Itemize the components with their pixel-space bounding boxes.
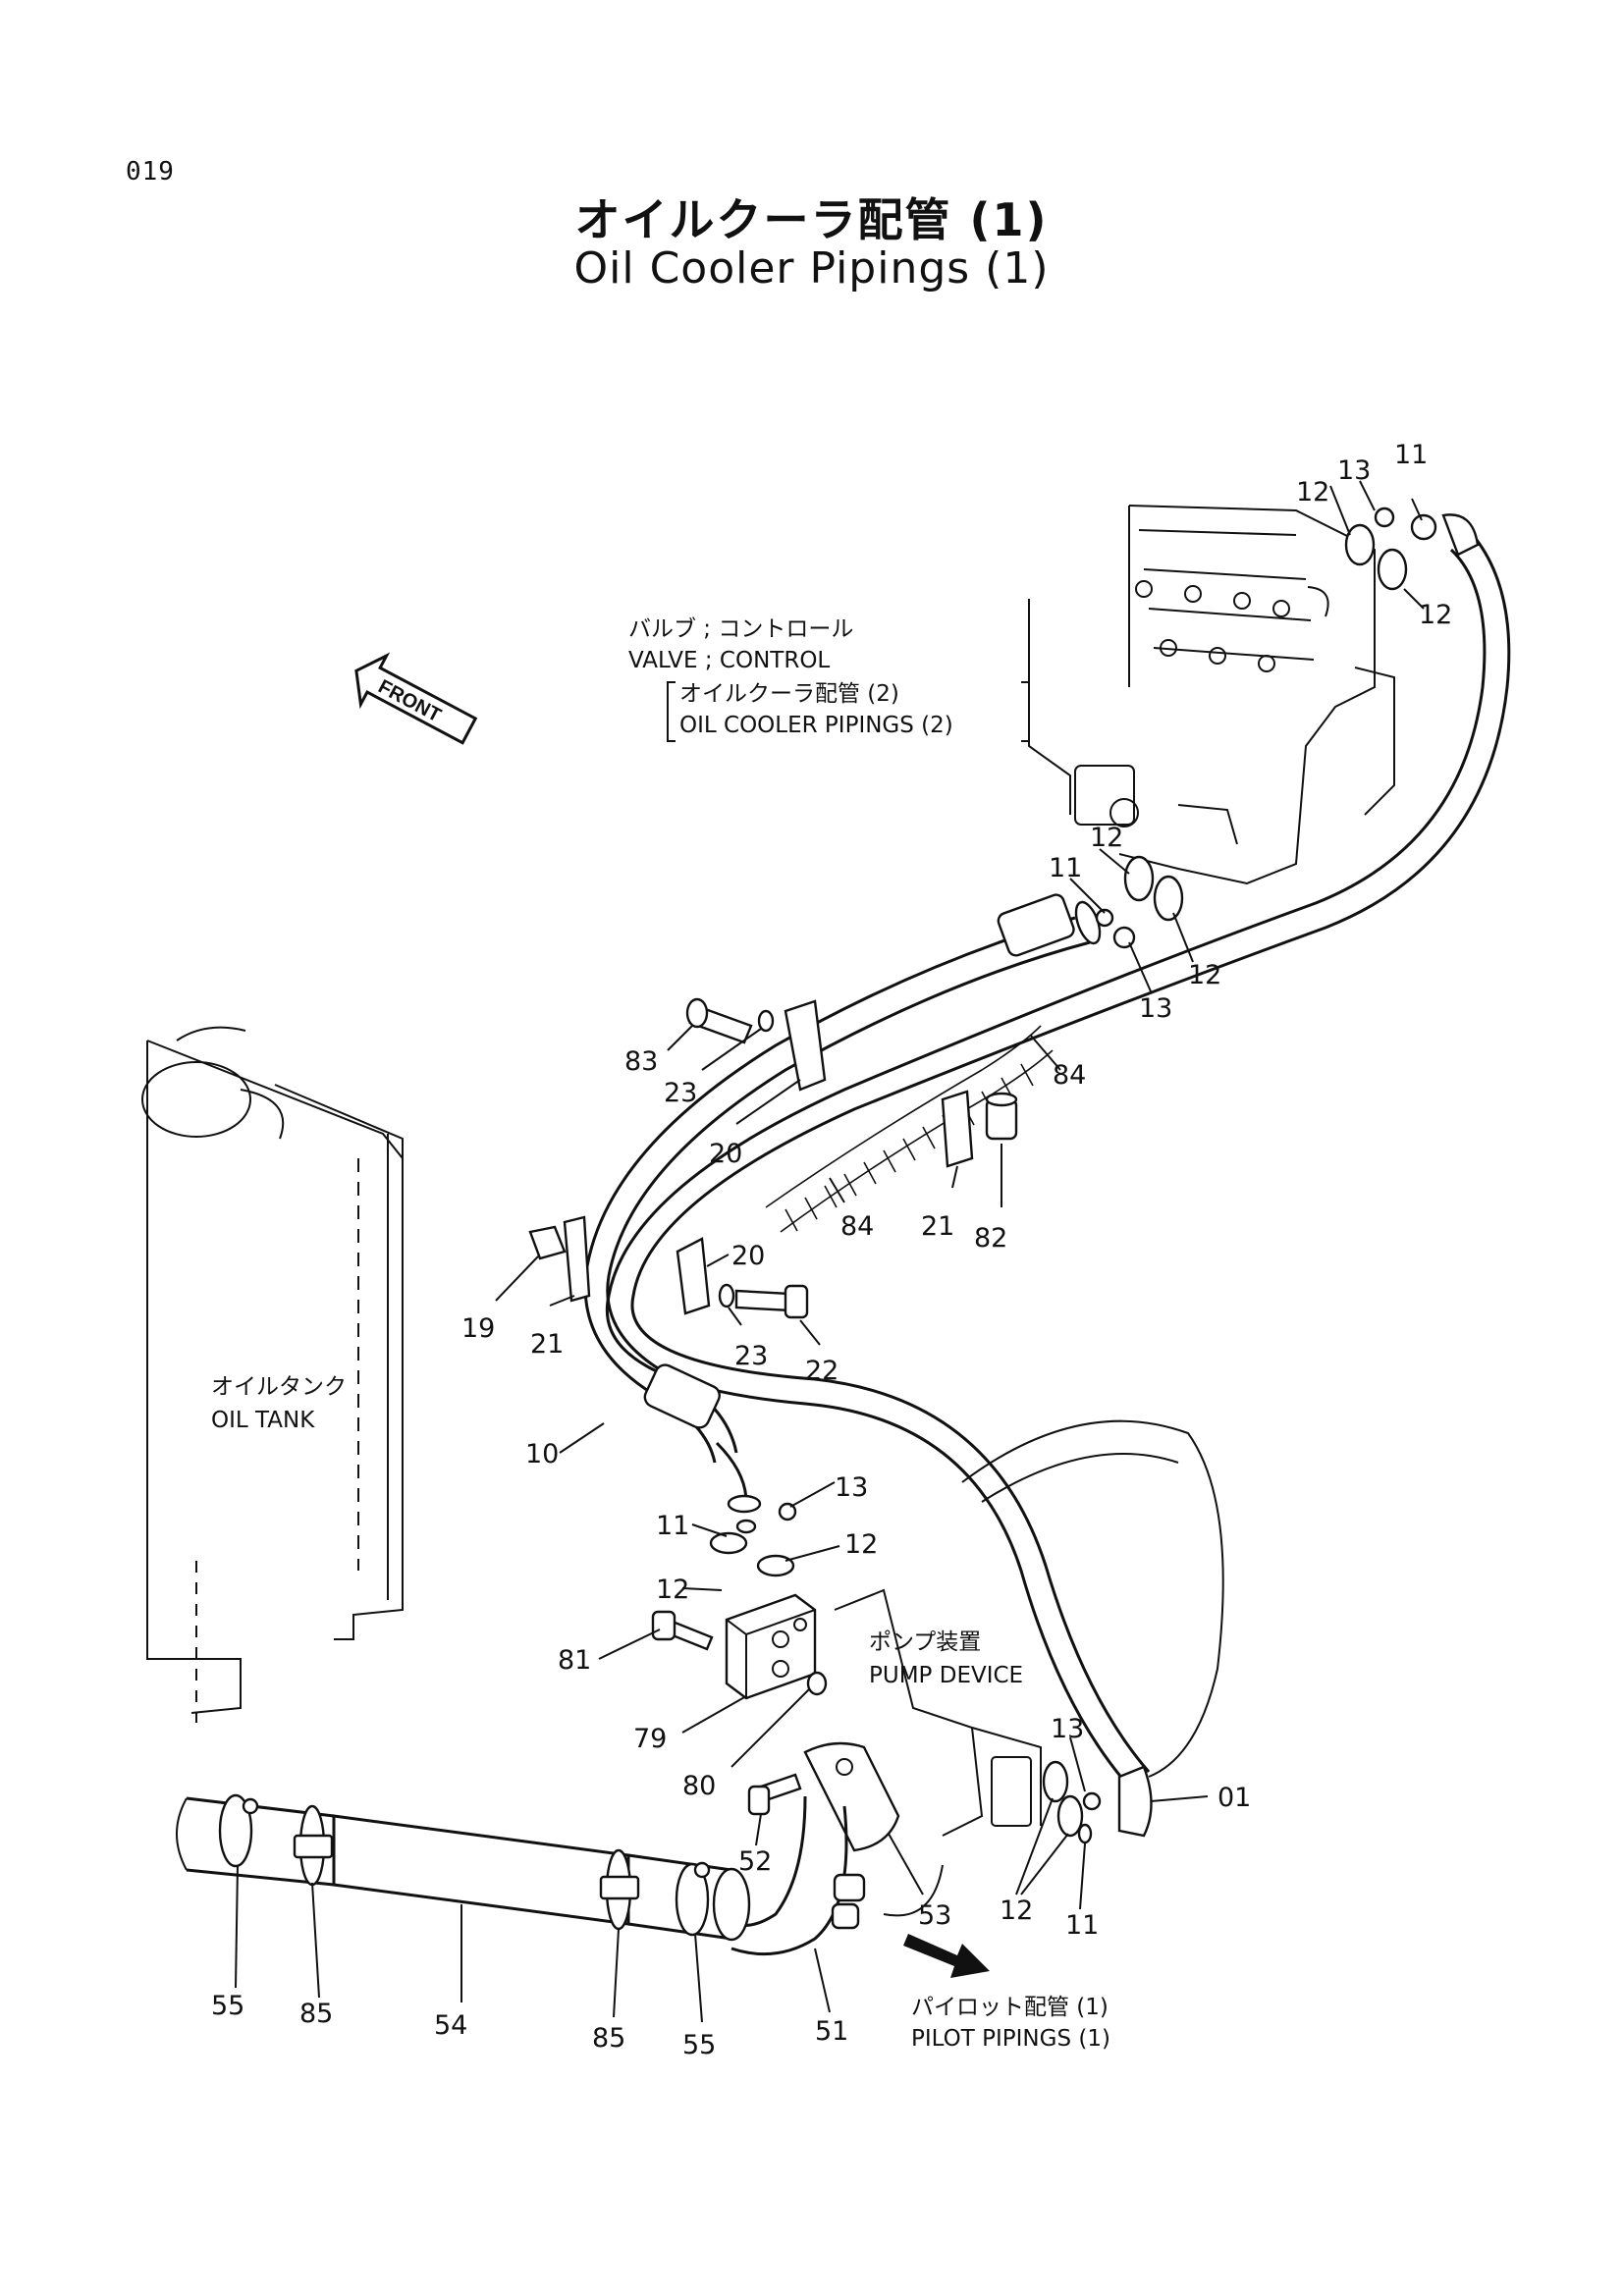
hose-10 bbox=[583, 893, 1102, 1514]
part-label-11-top: 11 bbox=[1394, 440, 1428, 470]
part-label-84-upper: 84 bbox=[1053, 1060, 1086, 1091]
front-arrow: FRONT bbox=[354, 652, 478, 745]
page-number: 019 bbox=[126, 157, 175, 187]
fitting-01 bbox=[1042, 1760, 1153, 1844]
bolt-52 bbox=[747, 1773, 802, 1816]
part-label-20-lower: 20 bbox=[731, 1241, 765, 1271]
pump-device-outline bbox=[834, 1419, 1224, 1917]
part-label-85-left: 85 bbox=[299, 1999, 333, 2029]
flange-53 bbox=[803, 1741, 900, 1852]
part-label-22: 22 bbox=[805, 1356, 839, 1386]
clip-21-b bbox=[563, 1215, 591, 1303]
flange-clamps-mid bbox=[1095, 855, 1184, 949]
part-label-12-mid-upper: 12 bbox=[1090, 823, 1123, 853]
part-label-13-top: 13 bbox=[1337, 455, 1371, 486]
bolt-22 bbox=[734, 1284, 809, 1319]
control-valve-body bbox=[1028, 505, 1395, 885]
washer-23-b bbox=[718, 1283, 735, 1308]
part-label-12-pump: 12 bbox=[1000, 1896, 1033, 1926]
washer-23-a bbox=[757, 1009, 775, 1033]
o-ring-80 bbox=[806, 1671, 828, 1696]
pipe-cut-end bbox=[176, 1797, 188, 1871]
pump-label-en: PUMP DEVICE bbox=[869, 1663, 1023, 1688]
oil-tank-label-en: OIL TANK bbox=[211, 1408, 315, 1433]
part-label-83: 83 bbox=[624, 1046, 658, 1077]
part-label-80: 80 bbox=[682, 1771, 716, 1801]
part-label-21-lower: 21 bbox=[530, 1329, 564, 1360]
flange-clamps-top bbox=[1344, 507, 1480, 591]
pilot-label-en: PILOT PIPINGS (1) bbox=[911, 2026, 1110, 2052]
hose-clamp-55-b bbox=[675, 1861, 711, 1937]
part-label-55-left: 55 bbox=[211, 1991, 244, 2021]
bolt-81 bbox=[651, 1610, 714, 1651]
elbow-51 bbox=[726, 1795, 866, 1956]
part-label-81: 81 bbox=[558, 1645, 591, 1676]
part-label-20-upper: 20 bbox=[709, 1139, 742, 1169]
hose-end bbox=[712, 1867, 751, 1942]
part-label-13-mid: 13 bbox=[1139, 993, 1172, 1024]
part-label-13-lower: 13 bbox=[835, 1472, 868, 1503]
oil-tank-label-jp: オイルタンク bbox=[211, 1374, 347, 1400]
part-label-23-lower: 23 bbox=[734, 1341, 768, 1371]
part-label-84-lower: 84 bbox=[840, 1211, 874, 1242]
hose-clamp-55-a bbox=[218, 1793, 259, 1868]
valve-label-jp: バルブ ; コントロール bbox=[628, 616, 853, 642]
clip-20-b bbox=[676, 1237, 711, 1315]
part-label-85-right: 85 bbox=[592, 2023, 625, 2054]
ref-label-jp: オイルクーラ配管 (2) bbox=[679, 681, 899, 707]
part-label-11-lower: 11 bbox=[656, 1511, 689, 1541]
oil-cooler-pipe-54 bbox=[186, 1796, 732, 1941]
bolt-83 bbox=[685, 997, 753, 1044]
part-label-19: 19 bbox=[461, 1313, 495, 1344]
flange-clamps-low bbox=[709, 1502, 797, 1577]
page-title-japanese: オイルクーラ配管 (1) bbox=[574, 193, 1049, 246]
part-label-12-mid-lower: 12 bbox=[1188, 960, 1221, 990]
pilot-label-jp: パイロット配管 (1) bbox=[911, 1995, 1109, 2020]
nut-19 bbox=[528, 1225, 567, 1260]
part-label-01: 01 bbox=[1217, 1783, 1251, 1813]
oil-tank-outline bbox=[141, 1026, 404, 1723]
leader-lines bbox=[235, 480, 1425, 2023]
part-label-53: 53 bbox=[918, 1900, 951, 1931]
band-85-b bbox=[599, 1848, 640, 1931]
band-85-a bbox=[293, 1804, 334, 1887]
hose-01 bbox=[605, 534, 1511, 1788]
part-label-52: 52 bbox=[738, 1846, 772, 1877]
clip-21-a bbox=[941, 1090, 974, 1168]
ref-bracket-left bbox=[667, 681, 676, 742]
part-label-54: 54 bbox=[434, 2010, 467, 2041]
part-label-12-top-right: 12 bbox=[1419, 600, 1452, 630]
part-label-23-upper: 23 bbox=[664, 1078, 697, 1108]
pilot-arrow bbox=[903, 1934, 990, 1978]
part-label-11-pump: 11 bbox=[1065, 1910, 1099, 1941]
clip-20-a bbox=[784, 999, 827, 1092]
part-label-12-top-left: 12 bbox=[1296, 477, 1329, 507]
part-label-10: 10 bbox=[525, 1439, 559, 1469]
part-label-11-mid: 11 bbox=[1049, 853, 1082, 883]
page-title-english: Oil Cooler Pipings (1) bbox=[573, 243, 1050, 294]
part-label-82: 82 bbox=[974, 1223, 1007, 1254]
part-label-12-lower-right: 12 bbox=[844, 1529, 878, 1560]
ref-bracket-right bbox=[1021, 681, 1030, 742]
part-label-12-lower-left: 12 bbox=[656, 1575, 689, 1605]
block-79 bbox=[725, 1593, 817, 1700]
part-label-51: 51 bbox=[815, 2016, 848, 2047]
valve-label-en: VALVE ; CONTROL bbox=[628, 648, 830, 673]
part-label-13-pump: 13 bbox=[1051, 1714, 1084, 1744]
part-label-21-upper: 21 bbox=[921, 1211, 954, 1242]
spacer-82 bbox=[985, 1092, 1018, 1141]
ref-label-en: OIL COOLER PIPINGS (2) bbox=[679, 713, 953, 738]
part-label-79: 79 bbox=[633, 1724, 667, 1754]
pump-label-jp: ポンプ装置 bbox=[869, 1629, 981, 1655]
part-label-55-right: 55 bbox=[682, 2030, 716, 2060]
